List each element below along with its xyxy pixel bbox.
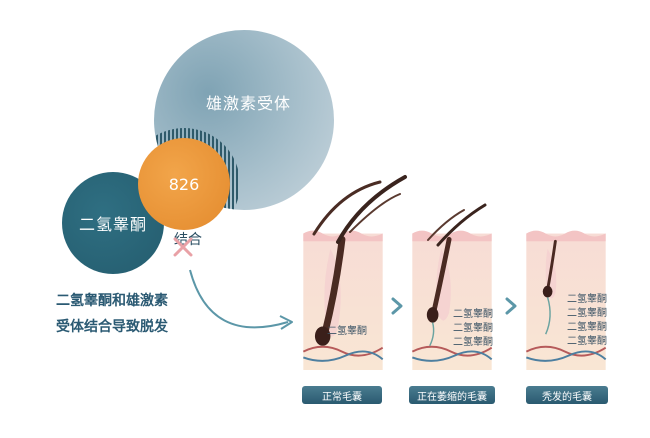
tag-normal-follicle: 正常毛囊 — [302, 386, 382, 404]
receptor-label: 雄激素受体 — [206, 94, 292, 113]
panel2-label-3: 二氢睾酮 — [453, 337, 493, 348]
chevron-right-icon — [391, 297, 403, 315]
chevron-right-icon — [505, 297, 517, 315]
hair-strands-normal — [312, 175, 407, 244]
panel-normal-follicle — [302, 230, 384, 370]
panel1-label: 二氢睾酮 — [327, 326, 367, 337]
panel3-label-3: 二氢睾酮 — [567, 322, 607, 333]
panel3-label-4: 二氢睾酮 — [567, 336, 607, 347]
caption-line-2: 受体结合导致脱发 — [56, 319, 168, 335]
dht-label: 二氢睾酮 — [78, 215, 147, 234]
caption-line-1: 二氢睾酮和雄激素 — [56, 293, 168, 309]
hair-strands-shrinking — [427, 203, 487, 247]
cross-icon — [173, 237, 193, 257]
tag-bald-follicle: 秃发的毛囊 — [526, 386, 608, 404]
panel3-label-1: 二氢睾酮 — [567, 294, 607, 305]
panel-bald-follicle — [525, 230, 607, 370]
panel2-label-2: 二氢睾酮 — [453, 323, 493, 334]
compound-826-circle: 826 — [138, 138, 230, 230]
caption: 二氢睾酮和雄激素 受体结合导致脱发 — [56, 288, 168, 340]
panel3-label-2: 二氢睾酮 — [567, 308, 607, 319]
panel2-labels: 二氢睾酮 二氢睾酮 二氢睾酮 — [453, 308, 493, 350]
tag-shrinking-follicle: 正在萎缩的毛囊 — [409, 386, 495, 404]
panel-shrinking-follicle — [411, 230, 493, 370]
panel2-label-1: 二氢睾酮 — [453, 309, 493, 320]
panel3-labels: 二氢睾酮 二氢睾酮 二氢睾酮 二氢睾酮 — [567, 293, 607, 349]
compound-label: 826 — [168, 174, 200, 194]
